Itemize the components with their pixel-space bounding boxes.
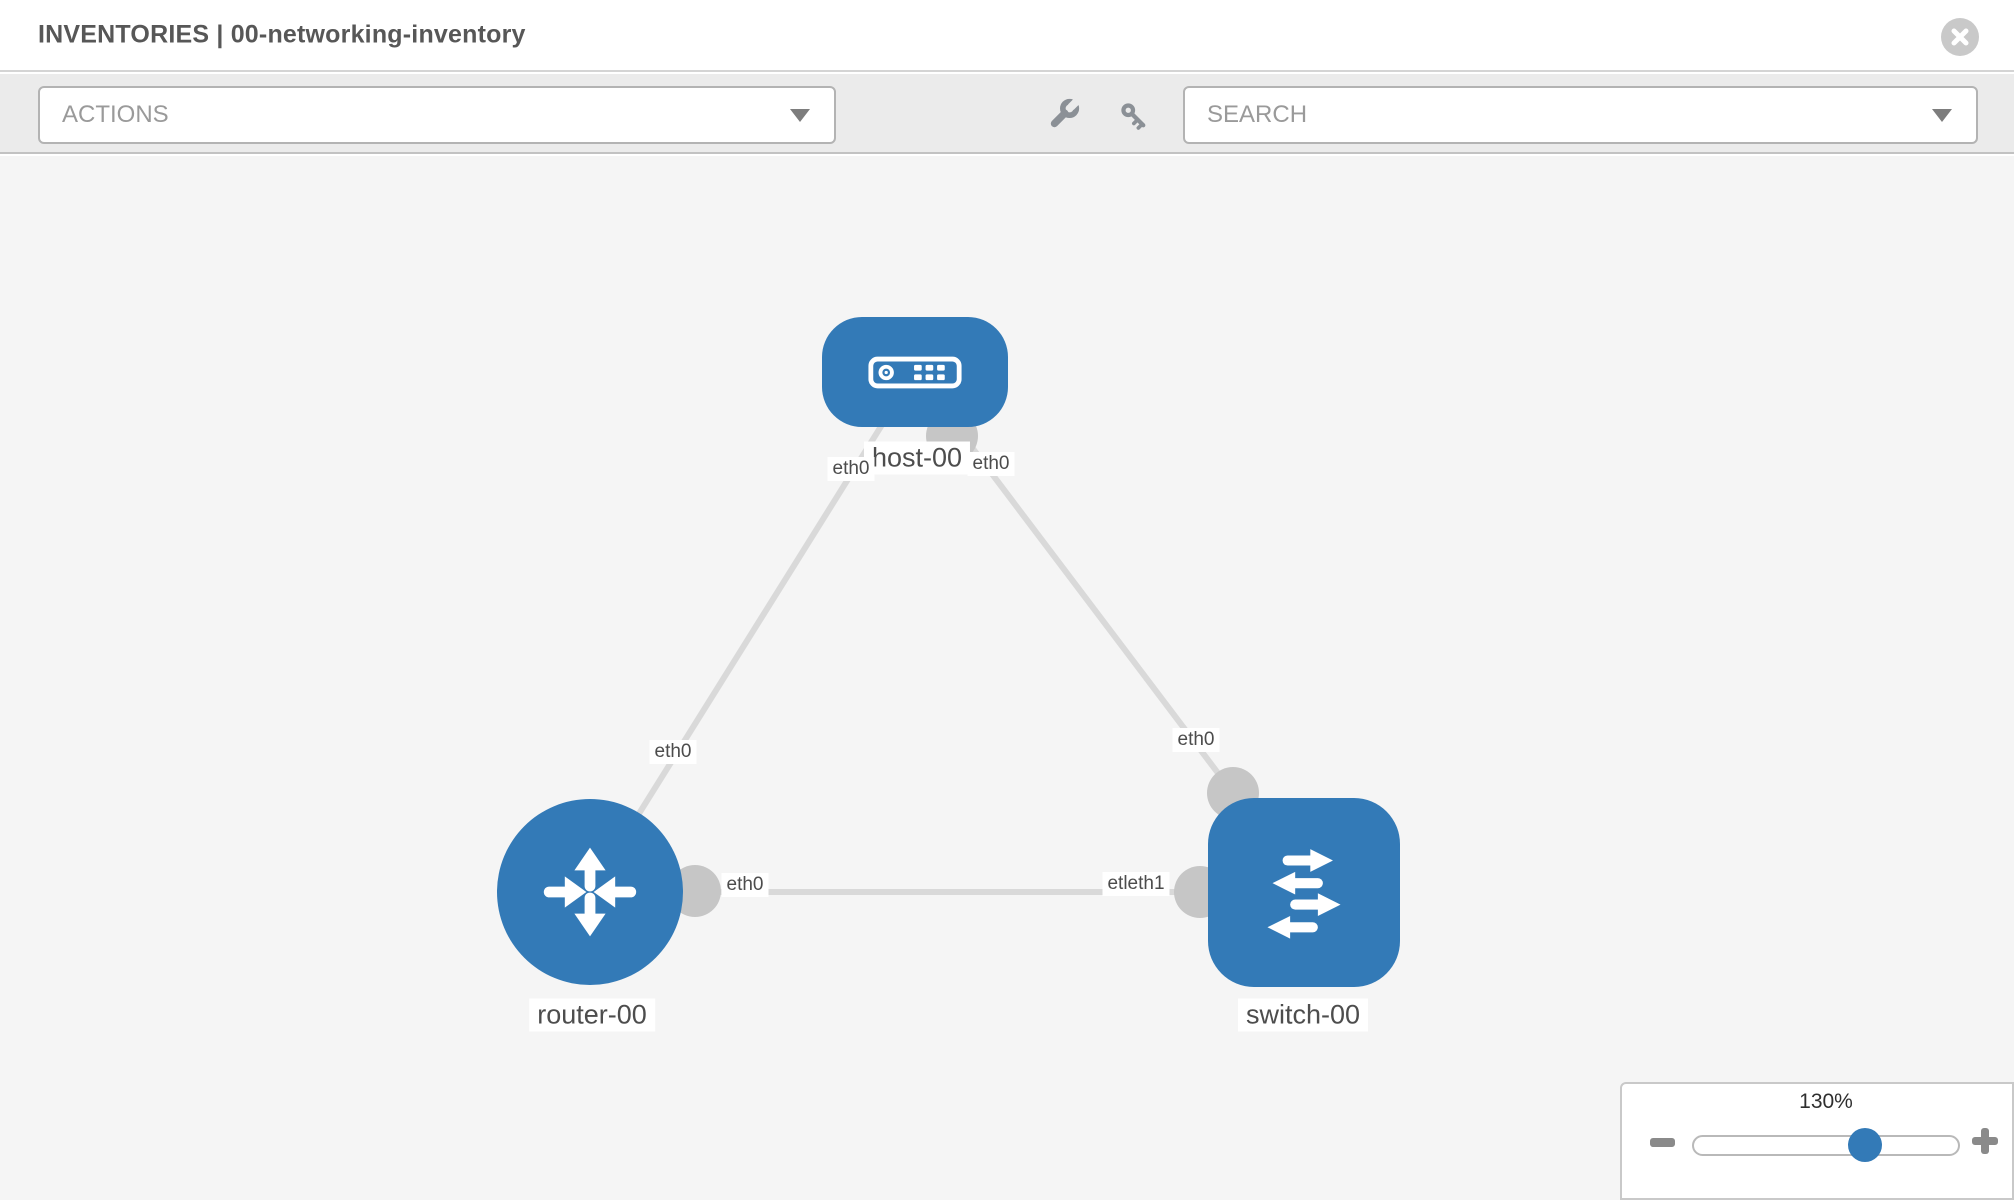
wrench-button[interactable] [1046, 96, 1082, 132]
zoom-slider-thumb[interactable] [1847, 1128, 1882, 1162]
zoom-in-button[interactable] [1972, 1128, 1998, 1154]
header: INVENTORIES | 00-networking-inventory [0, 0, 2014, 72]
interface-label: eth0 [1172, 728, 1220, 752]
router-icon [530, 832, 650, 952]
node-label-switch-00: switch-00 [1237, 998, 1369, 1032]
zoom-out-button[interactable] [1650, 1138, 1675, 1147]
key-button[interactable] [1118, 100, 1152, 134]
actions-dropdown[interactable]: ACTIONS [38, 86, 836, 144]
node-switch-00[interactable] [1208, 797, 1400, 987]
page-title: INVENTORIES | 00-networking-inventory [38, 20, 526, 49]
interface-label: etleth1 [1102, 872, 1170, 896]
interface-label: eth0 [967, 452, 1015, 476]
node-label-router-00: router-00 [529, 998, 655, 1032]
search-dropdown[interactable]: SEARCH [1183, 86, 1978, 144]
node-host-00[interactable] [822, 317, 1008, 427]
search-dropdown-label: SEARCH [1207, 101, 1308, 128]
chevron-down-icon [1932, 109, 1952, 122]
topology-canvas[interactable]: host-00 router-00 switch-00 eth0 eth0 eth0 eth… [0, 156, 2014, 1200]
close-button[interactable] [1941, 18, 1979, 56]
zoom-panel: 130% [1620, 1082, 2014, 1200]
host-icon [867, 355, 963, 390]
close-icon [1951, 28, 1969, 46]
actions-dropdown-label: ACTIONS [62, 101, 169, 128]
chevron-down-icon [790, 109, 810, 122]
key-icon [1118, 100, 1152, 134]
zoom-slider-track[interactable] [1692, 1135, 1960, 1156]
links-layer [587, 370, 1304, 918]
node-label-host-00: host-00 [863, 441, 971, 475]
interface-label: eth0 [721, 873, 769, 897]
switch-icon [1241, 829, 1367, 955]
interface-label: eth0 [827, 457, 875, 481]
toolbar: ACTIONS [0, 74, 2014, 154]
zoom-level-label: 130% [1799, 1090, 1853, 1113]
node-router-00[interactable] [497, 799, 683, 985]
interface-label: eth0 [649, 740, 697, 764]
wrench-icon [1046, 96, 1082, 132]
